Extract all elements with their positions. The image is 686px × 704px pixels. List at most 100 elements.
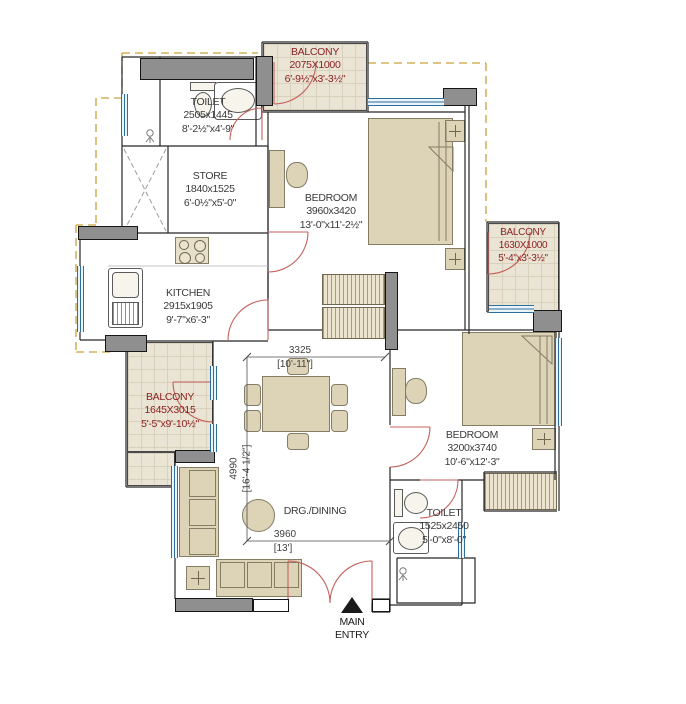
window-bedroom-top [368,98,444,106]
room-size-mm: 3200x3740 [447,442,497,455]
wc-bowl-top-toilet [194,92,212,117]
bed-detail-lines [427,122,553,424]
dim-width-top-mm: 3325 [288,345,312,356]
room-name: KITCHEN [166,287,210,299]
stove-burner-icon [194,240,206,252]
desk-top-bedroom [269,150,285,208]
sofa-cushion [189,528,216,555]
kitchen-drainboard [112,302,139,325]
wall-column [256,56,273,106]
room-name: BALCONY [290,46,340,58]
wardrobe-right-bedroom [484,473,557,510]
door-arc-toilet-bottom [419,479,459,519]
room-size-mm: 1645X3015 [144,404,196,417]
door-arc-balcony-left [172,381,214,423]
sofa-cushion [189,499,216,526]
room-size-mm: 1840x1525 [185,183,235,196]
room-label-kitchen: KITCHEN 2915x1905 9'-7"x6'-3" [138,287,238,327]
wall-column [443,88,477,106]
room-size-mm: 2915x1905 [163,300,213,313]
balcony-left-floor [127,342,213,452]
room-label-balcony-left: BALCONY 1645X3015 5'-5"x9'-10½" [126,391,214,431]
door-arc-kitchen [227,299,269,341]
dim-width-top-ft: [10'-11"] [277,359,313,370]
room-size-mm: 1630X1000 [498,239,548,251]
chair-right-bedroom [405,378,427,404]
door-arc-main-entry-right [329,560,373,604]
sofa-cushion [220,562,245,588]
dining-chair [244,384,261,406]
wall-column [533,310,562,332]
room-name: TOILET [190,96,226,108]
window-living-left [171,466,178,558]
side-table [186,566,210,590]
wall-column [78,226,138,240]
room-name: BALCONY [145,391,195,403]
room-label-balcony-right: BALCONY 1630X1000 5'-4"x3'-3½" [486,227,560,265]
window-bedroom-right [555,338,562,426]
room-name: STORE [192,170,228,182]
room-name: BALCONY [500,227,546,238]
main-entry-line1: MAIN [339,616,365,628]
window-lobby-left [121,94,128,136]
sofa-cushion [247,562,272,588]
room-label-living-dining: DRG./DINING [270,505,360,518]
property-boundary-dashed [75,52,487,353]
room-size-ft: 8'-2½"x4'-9" [181,122,235,135]
wc-bowl-bottom-toilet [404,492,428,514]
door-arc-bedroom-right [389,426,431,468]
dim-width-bottom-ft: [13'] [273,543,293,554]
main-entry-label: MAIN ENTRY [329,616,375,643]
sofa-cushion [274,562,299,588]
room-size-ft: 6'-9½"x3'-3½" [284,72,346,85]
dining-chair [244,410,261,432]
room-label-store: STORE 1840x1525 6'-0½"x5'-0" [162,170,258,210]
door-arc-balcony-top [273,61,317,105]
room-size-ft: 6'-0½"x5'-0" [183,196,237,209]
dim-height-left-ft: [16'-4 1/2"] [241,444,253,493]
dining-table [262,376,330,432]
kitchen-sink-basin [112,272,139,298]
sofa-cushion [189,470,216,497]
stove-burner-icon [179,240,189,250]
room-size-ft: 9'-7"x6'-3" [166,313,210,326]
wall-column [175,450,215,463]
window-balcony-right [489,305,534,313]
room-size-mm: 2075X1000 [289,59,341,72]
dimension-lines [242,352,395,546]
room-size-ft: 10'-6"x12'-3" [444,455,500,468]
dining-chair [287,358,309,375]
room-name: TOILET [426,507,462,519]
door-arc-main-entry-left [287,560,331,604]
room-name: BEDROOM [304,192,358,204]
room-label-balcony-top: BALCONY 2075X1000 6'-9½"x3'-3½" [263,46,367,86]
wardrobe-top-bedroom [322,307,385,339]
shower-head-icon [145,129,408,581]
wall-segment [253,599,289,612]
room-label-bedroom-right: BEDROOM 3200x3740 10'-6"x12'-3" [412,429,532,469]
door-arc-toilet-top [229,107,263,141]
window-balcony-left-upper [210,366,217,400]
wall-segment [372,599,390,612]
shaft-cross-hatch [123,148,167,232]
door-arc-bedroom-top [267,231,309,273]
wall-column [105,335,147,352]
dining-chair [331,384,348,406]
window-balcony-left-lower [210,424,217,452]
main-entry-line2: ENTRY [335,629,369,642]
wall-column [385,272,398,350]
bed-right-bedroom [462,332,557,426]
main-entry-triangle-icon [341,597,363,613]
wc-tank-bottom-toilet [394,489,403,517]
round-table [242,499,275,532]
balcony-left-floor-lower [127,452,175,486]
room-size-mm: 1525x2450 [419,520,469,533]
washbasin-top-toilet [221,88,255,113]
dining-chair [287,433,309,450]
window-kitchen-left [77,266,84,332]
room-size-ft: 5'-5"x9'-10½" [141,417,199,430]
dim-width-bottom-mm: 3960 [273,529,297,540]
room-size-ft: 5'-0"x8'-0" [422,533,466,546]
room-size-ft: 5'-4"x3'-3½" [498,252,548,264]
